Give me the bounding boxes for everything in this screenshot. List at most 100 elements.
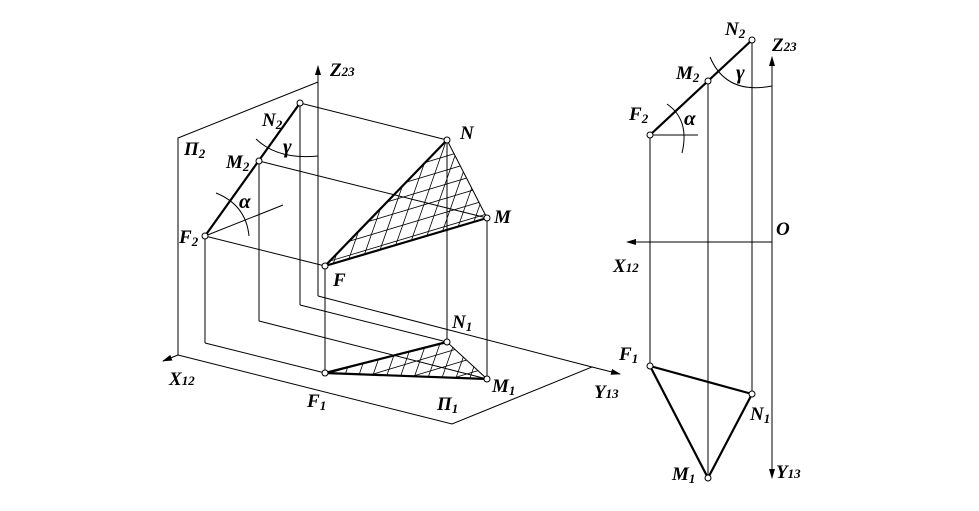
arc-gamma-left: [255, 138, 319, 158]
bottom-hatch-line: [212, 330, 235, 395]
bottom-hatch-line: [142, 330, 165, 395]
bottom-hatch-line: [325, 342, 487, 355]
label-axis-x-right: X12: [612, 256, 639, 277]
bottom-hatch-line: [421, 342, 446, 379]
bottom-hatch-line: [300, 221, 510, 284]
top-hatch-line: [300, 0, 510, 4]
label-f2-right: F2: [628, 104, 649, 126]
edge-f1-n1-right: [648, 364, 754, 396]
axis-x-left: [162, 354, 179, 362]
arc-alpha-right: [666, 103, 685, 154]
label-plane-p2: П2: [183, 139, 206, 161]
edge-f1-m1: [323, 371, 489, 381]
link-m2-m: [258, 160, 488, 219]
top-triangle-outline: [323, 139, 488, 268]
bottom-hatch-line: [300, 417, 510, 480]
frontal-trace-line: [203, 101, 302, 238]
bottom-hatch-line: [435, 342, 460, 379]
bottom-hatch-line: [300, 445, 510, 508]
bottom-triangle-hatch: [100, 81, 543, 511]
bottom-hatch-line: [300, 459, 510, 511]
label-gamma-right: γ: [736, 60, 745, 84]
label-m1-right: M1: [671, 464, 695, 486]
label-alpha-right: α: [684, 106, 696, 130]
top-hatch-line: [325, 140, 487, 159]
frontal-plane-outline: [177, 81, 319, 355]
top-hatch-line: [520, 120, 580, 290]
top-hatch-line: [506, 120, 566, 290]
bottom-hatch-line: [226, 330, 249, 395]
bottom-hatch-line: [393, 342, 418, 379]
point-m2-right: [704, 77, 712, 85]
label-n2-left: N2: [261, 110, 283, 132]
bottom-hatch-line: [300, 95, 510, 158]
link-f2-f: [204, 235, 326, 267]
label-axis-y-left: Y13: [594, 382, 619, 403]
top-hatch-line: [325, 140, 487, 145]
label-n: N: [459, 123, 475, 144]
bottom-hatch-line: [128, 330, 151, 395]
label-n1-left: N1: [451, 312, 472, 334]
label-plane-p1: П1: [436, 394, 458, 416]
top-hatch-line: [548, 120, 608, 290]
bottom-hatch-line: [325, 342, 334, 379]
right-view: Z23 X12 Y13 O N2 M2 F2 F1 N1 M1 α γ: [612, 19, 801, 486]
label-axis-z-left: Z23: [329, 60, 355, 81]
top-hatch-line: [300, 0, 510, 46]
top-hatch-line: [407, 140, 468, 266]
label-origin: O: [776, 219, 790, 240]
top-hatch-line: [492, 120, 552, 290]
edge-f-m: [323, 216, 489, 268]
label-m2-right: M2: [675, 63, 700, 85]
bottom-hatch-line: [300, 123, 510, 186]
point-m: [483, 214, 491, 222]
horizontal-plane-outline: [177, 295, 594, 425]
bottom-hatch-line: [240, 330, 263, 395]
axis-y-left: [591, 366, 621, 375]
label-m1-left: M1: [491, 376, 515, 398]
arc-gamma-right: [709, 56, 773, 89]
bottom-hatch-line: [300, 277, 510, 340]
bottom-hatch-line: [114, 330, 137, 395]
top-hatch-line: [421, 140, 482, 266]
edge-n1-m1-right: [706, 392, 754, 480]
label-f: F: [332, 270, 346, 291]
bottom-hatch-line: [325, 374, 487, 379]
bottom-hatch-line: [300, 389, 510, 452]
top-hatch-line: [114, 120, 174, 290]
bottom-hatch-line: [300, 81, 510, 144]
top-hatch-line: [300, 0, 510, 60]
bottom-hatch-line: [282, 330, 305, 395]
bottom-hatch-line: [254, 330, 277, 395]
bottom-hatch-line: [325, 342, 348, 379]
bottom-hatch-line: [449, 342, 474, 379]
top-hatch-line: [300, 0, 510, 32]
top-hatch-line: [300, 0, 510, 18]
point-n2: [296, 99, 304, 107]
label-f2-left: F2: [178, 227, 199, 249]
bottom-hatch-line: [300, 109, 510, 172]
link-base-m: [258, 320, 488, 380]
point-m2: [255, 157, 263, 165]
bottom-hatch-line: [100, 330, 123, 395]
label-m2-left: M2: [225, 152, 250, 174]
top-hatch-line: [100, 120, 160, 290]
point-f1: [321, 369, 329, 377]
label-axis-y-right: Y13: [776, 462, 801, 483]
point-m1: [483, 375, 491, 383]
top-hatch-line: [534, 120, 594, 290]
top-hatch-line: [449, 140, 487, 266]
bottom-hatch-line: [520, 330, 543, 395]
point-m1-right: [704, 474, 712, 482]
label-n1-right: N1: [749, 404, 770, 426]
edge-f-n: [323, 138, 449, 268]
point-n2-right: [748, 36, 756, 44]
top-hatch-line: [379, 140, 440, 266]
top-hatch-line: [351, 140, 412, 266]
point-n1: [443, 338, 451, 346]
label-f1-left: F1: [306, 391, 326, 413]
bottom-hatch-line: [268, 330, 291, 395]
point-f2: [201, 232, 209, 240]
top-hatch-line: [337, 140, 398, 266]
